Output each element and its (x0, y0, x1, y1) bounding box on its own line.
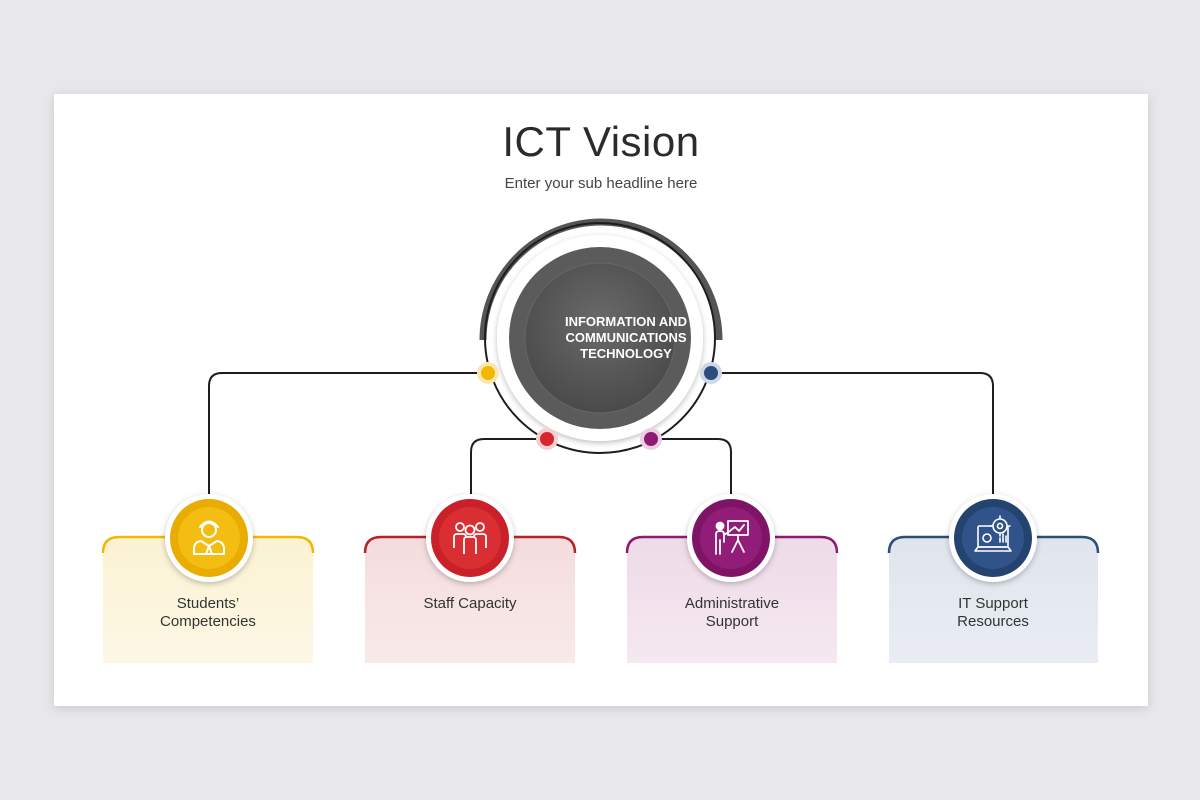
ict-diagram (101, 218, 1100, 663)
card-label-staff: Staff Capacity (423, 595, 517, 612)
connector-yellow (208, 372, 487, 497)
hub-inner-ring (484, 222, 716, 454)
hub (479, 218, 723, 454)
student-icon (193, 520, 225, 555)
connector-red (470, 438, 547, 497)
hub-dots (477, 362, 722, 450)
connector-lines (208, 372, 994, 497)
page-title: ICT Vision (502, 118, 700, 165)
presenter-icon (715, 520, 749, 555)
hub-label: INFORMATION AND COMMUNICATIONS TECHNOLOG… (564, 314, 688, 361)
card-background (889, 537, 1098, 663)
card-label-administrative: Administrative Support (684, 595, 780, 630)
slide: ICT Vision Enter your sub headline here (54, 94, 1148, 706)
card-background (627, 537, 837, 663)
card-label-it-support: IT Support Resources (957, 595, 1029, 630)
card-label-students: Students’ Competencies (160, 595, 256, 630)
card-background (365, 537, 575, 663)
team-icon (453, 522, 487, 554)
connector-blue (711, 372, 994, 497)
hub-inner-disk (524, 262, 676, 414)
card-staff (363, 494, 577, 663)
page-subtitle: Enter your sub headline here (504, 175, 698, 192)
card-it-support (887, 494, 1100, 663)
card-students (101, 494, 315, 663)
card-background (103, 537, 313, 663)
monitor-gear-icon (974, 515, 1012, 552)
card-administrative (625, 494, 839, 663)
connector-purple (651, 438, 732, 497)
